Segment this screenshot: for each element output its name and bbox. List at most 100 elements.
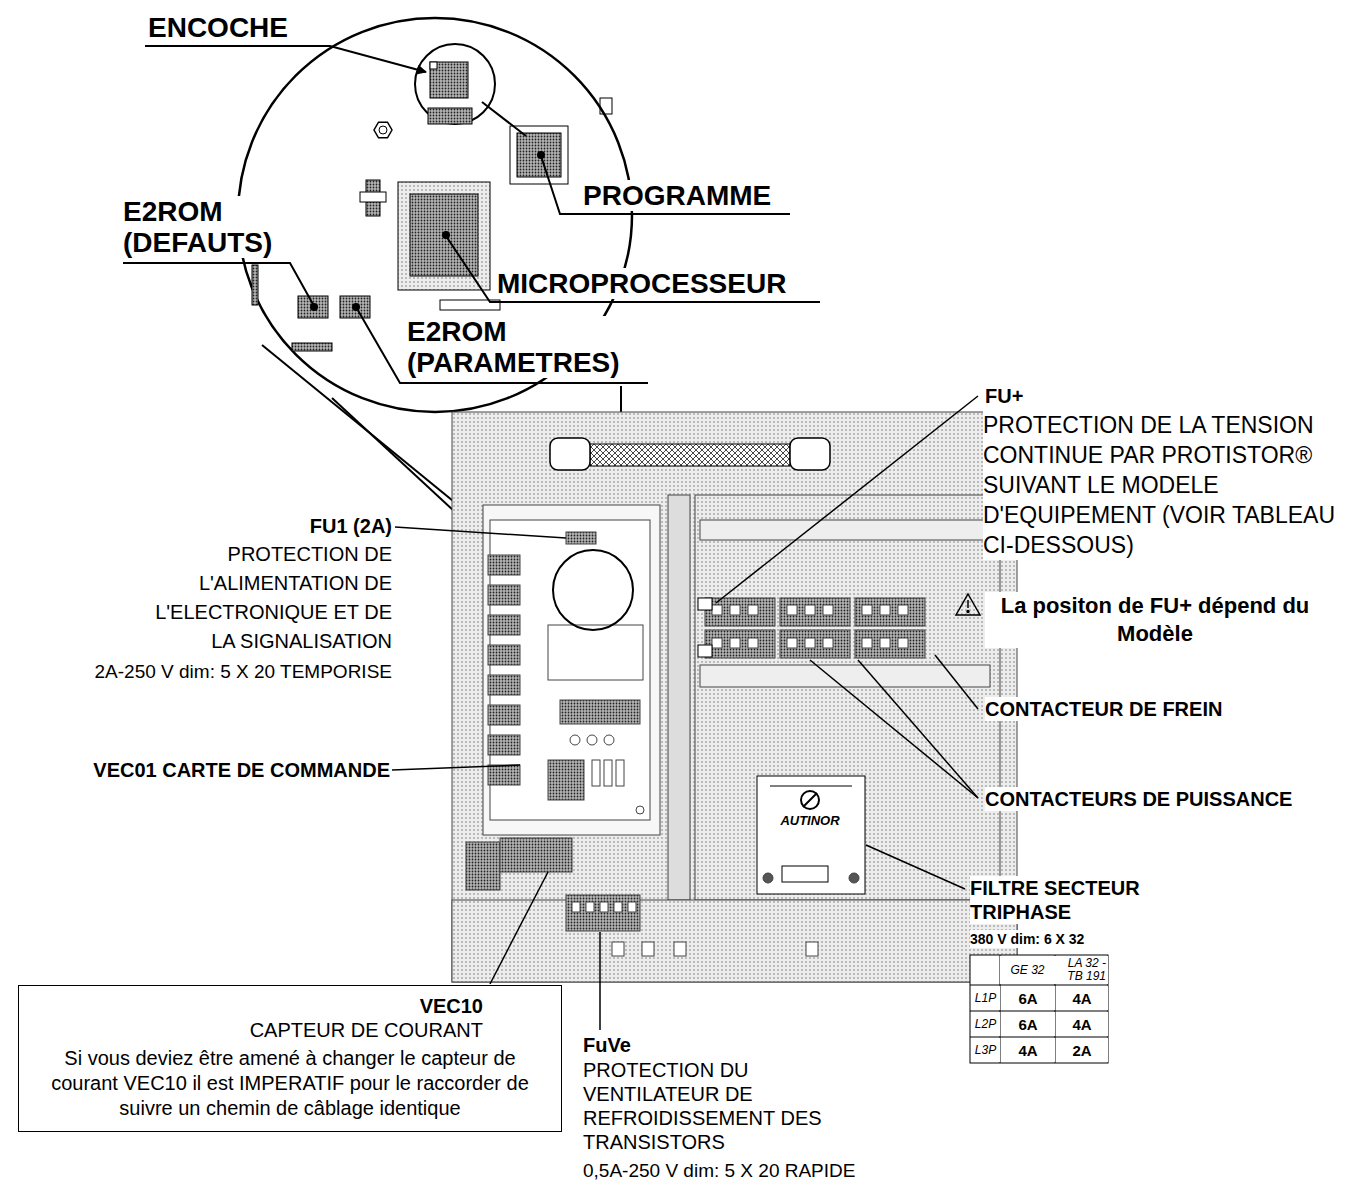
cabinet-part [612,942,624,956]
cabinet-part [550,438,590,470]
warning-note: La positon de FU+ dépend du Modèle [985,592,1325,648]
zoom-view-part [430,62,468,98]
cabinet-part [705,598,775,626]
warning-symbol-part [967,611,969,613]
cabinet-part [560,700,640,724]
cabinet-part [862,638,872,648]
cabinet-part [570,735,580,745]
zoom-view-part [600,98,612,114]
cabinet-part [763,873,773,883]
cabinet-part [668,495,690,900]
cabinet-part [780,630,850,658]
leader-line [392,396,978,1030]
cabinet-part [488,735,520,755]
cabinet-part [770,786,852,787]
cabinet-part [855,598,925,626]
cabinet-part [642,942,654,956]
cabinet-part [488,615,520,635]
cabinet-part [483,505,660,835]
cabinet-part [806,942,818,956]
table-cell: L1P [971,986,1000,1010]
zoom-view-part [340,296,370,318]
warning-symbol-part [967,600,969,608]
note-subheading: CAPTEUR DE COURANT [33,1018,547,1042]
cabinet-part [790,438,830,470]
cabinet-part [700,520,990,540]
fuse-note: PROTECTION DE LA TENSION CONTINUE PAR PR… [983,410,1358,560]
leader-line-part [858,660,978,798]
leader-line-part [490,872,548,984]
zoom-view-part [379,126,387,134]
leader-line-part [541,156,790,214]
cabinet-part [452,412,1017,982]
table-cell: 4A [1056,986,1108,1010]
leader-line-part [599,932,601,1030]
fuse-table-part [970,955,1108,1063]
cabinet-part [730,605,740,615]
callout-label: ENCOCHE [148,12,288,43]
leader-dot-part [310,303,318,311]
cabinet-part [801,791,819,809]
fuse-name: FU+ [985,384,1023,408]
cabinet-part [695,495,1000,900]
callout-label: VEC01 CARTE DE COMMANDE [40,758,390,782]
cabinet-part [674,942,686,956]
cabinet [452,412,1017,982]
cabinet-part [849,873,859,883]
cabinet-part [572,902,580,912]
cabinet-part [466,842,500,890]
callout-label: FILTRE SECTEUR TRIPHASE [970,876,1190,924]
note-heading: VEC10 [33,994,547,1018]
cabinet-part [604,735,614,745]
cabinet-part [855,630,925,658]
cabinet-part [488,765,520,785]
table-cell: GE 32 [1000,956,1055,984]
table-cell: 2A [1056,1038,1108,1062]
cabinet-part [488,705,520,725]
callout-label: CONTACTEURS DE PUISSANCE [985,787,1292,811]
leader-line-part [395,527,566,538]
zoom-view-part [410,194,478,276]
leader-line-part [446,236,820,302]
warning-symbol [956,594,980,615]
cabinet-part [823,638,833,648]
cabinet-part [780,598,850,626]
cabinet-part [548,625,643,680]
zoom-view-part [374,122,392,138]
leader-dot-part [537,151,545,159]
fuse-name: FU1 (2A) [192,514,392,538]
cabinet-part [805,605,815,615]
brand-mark: AUTINOR [770,813,850,828]
cabinet-part [488,555,520,575]
cabinet-part [862,605,872,615]
table-cell: 4A [1056,1012,1108,1036]
callout-label: E2ROM (DEFAUTS) [123,196,313,258]
table-cell: 6A [1001,1012,1055,1036]
cabinet-part [636,806,644,814]
cabinet-part [880,605,890,615]
cabinet-part [730,638,740,648]
filter-rating: 380 V dim: 6 X 32 [970,930,1084,948]
cabinet-part [757,776,865,894]
cabinet-part [748,605,758,615]
note-text: Si vous deviez être amené à changer le c… [33,1046,547,1121]
cabinet-part [488,645,520,665]
zoom-view-part [415,44,495,124]
cabinet-part [604,760,612,786]
cabinet-part [880,638,890,648]
cabinet-part [553,550,633,630]
zoom-view-part [517,133,561,177]
zoom-view-part [428,108,472,124]
leader-line-part [810,660,978,798]
zoom-view-part [252,265,258,305]
leader-line-part [482,102,526,136]
table-cell: L2P [971,1012,1000,1036]
cabinet-part [500,838,572,872]
cabinet-part [712,638,722,648]
fuse-rating: 2A-250 V dim: 5 X 20 TEMPORISE [2,660,392,684]
cabinet-part [566,895,640,931]
cabinet-part [452,900,1017,982]
callout-label: CONTACTEUR DE FREIN [985,697,1222,721]
cabinet-part [748,638,758,648]
fuse-note: PROTECTION DE L'ALIMENTATION DE L'ELECTR… [142,540,392,656]
